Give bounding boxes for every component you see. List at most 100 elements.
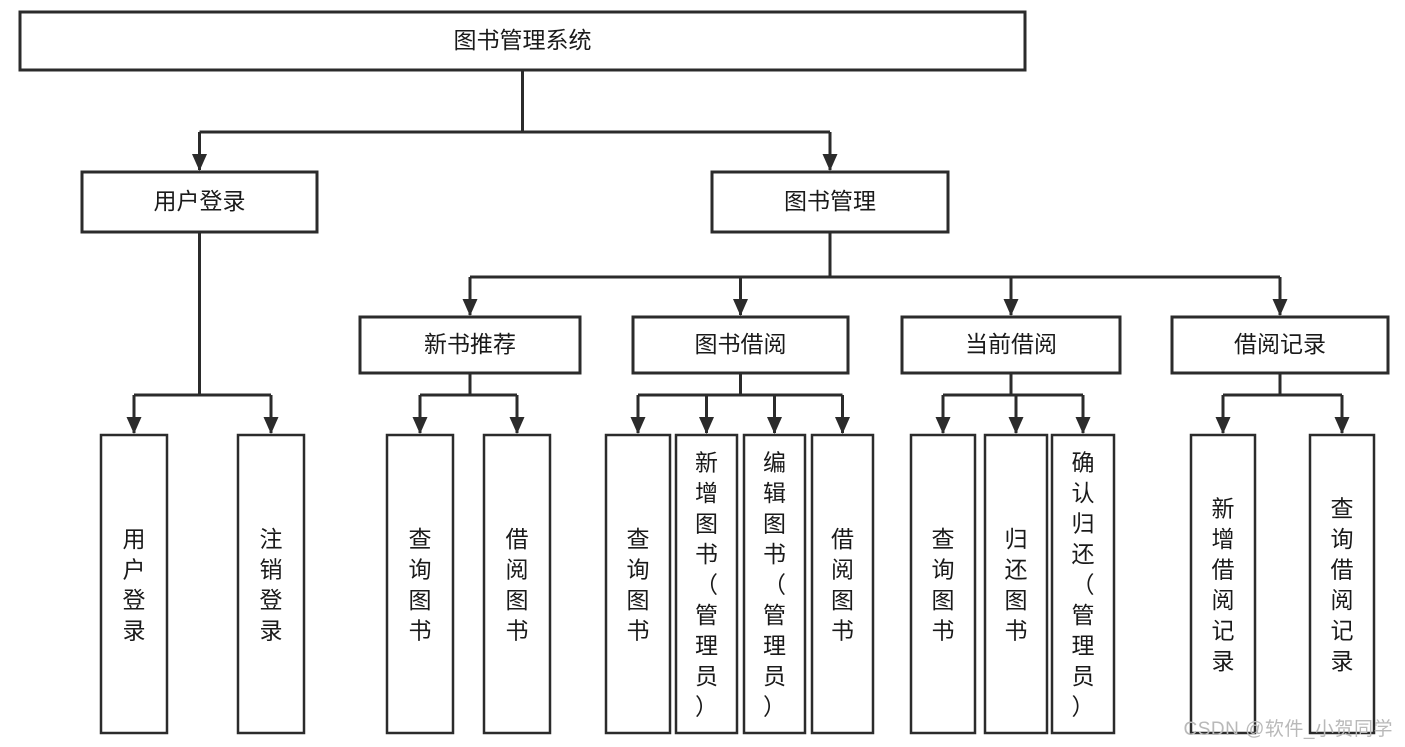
node-box xyxy=(358,315,582,375)
node-label: 用户登录 xyxy=(154,188,246,214)
node-box xyxy=(810,433,875,735)
arrow-head-icon xyxy=(509,417,525,434)
edge-group-new-book-rec xyxy=(412,373,525,434)
node-label-char: ） xyxy=(695,694,718,720)
node-box xyxy=(236,433,306,735)
node-label-char: 管 xyxy=(1072,602,1095,628)
arrow-head-icon xyxy=(835,417,850,434)
node-box xyxy=(1170,315,1390,375)
node-label-char: 阅 xyxy=(506,556,529,582)
node-label-char: 注 xyxy=(260,526,283,552)
edge-group-root xyxy=(192,70,838,171)
arrow-head-icon xyxy=(1272,299,1288,316)
node-label-char: 书 xyxy=(763,541,786,567)
connector-layer xyxy=(126,70,1350,434)
node-label-char: 确 xyxy=(1072,450,1095,476)
node-leaf-user-login[interactable]: 用户登录 xyxy=(99,433,169,735)
arrow-head-icon xyxy=(935,417,951,434)
node-label-char: 记 xyxy=(1331,617,1354,643)
arrow-head-icon xyxy=(1003,299,1019,316)
node-box xyxy=(482,433,552,735)
arrow-head-icon xyxy=(192,154,207,171)
arrow-head-icon xyxy=(767,417,782,434)
node-label-char: 图 xyxy=(763,511,786,537)
node-box xyxy=(1189,433,1257,735)
node-new-book-rec[interactable]: 新书推荐 xyxy=(358,315,582,375)
node-label-char: 录 xyxy=(1212,648,1235,674)
node-label-char: 借 xyxy=(506,526,529,552)
node-label-char: 询 xyxy=(409,556,432,582)
node-label-char: 录 xyxy=(123,617,146,643)
node-label-char: 阅 xyxy=(1331,587,1354,613)
arrow-head-icon xyxy=(1008,417,1024,434)
node-label-char: 登 xyxy=(123,587,146,613)
node-label-char: 新 xyxy=(1212,495,1235,521)
node-label-char: 归 xyxy=(1005,526,1028,552)
node-label-char: 书 xyxy=(409,617,432,643)
node-label-char: 增 xyxy=(1212,526,1235,552)
node-current-borrow[interactable]: 当前借阅 xyxy=(900,315,1122,375)
node-user-login[interactable]: 用户登录 xyxy=(80,170,319,234)
node-box xyxy=(1308,433,1376,735)
node-label-char: 阅 xyxy=(1212,587,1235,613)
node-label-char: 图 xyxy=(627,587,650,613)
node-box xyxy=(674,433,739,735)
node-book-manage[interactable]: 图书管理 xyxy=(710,170,950,234)
node-label-char: （ xyxy=(1072,572,1095,598)
node-label-char: 员 xyxy=(695,663,718,689)
edge-group-borrow-record xyxy=(1215,373,1350,434)
node-root[interactable]: 图书管理系统 xyxy=(18,10,1027,72)
node-label-char: 录 xyxy=(260,617,283,643)
node-label-char: 户 xyxy=(123,556,146,582)
node-box xyxy=(18,10,1027,72)
node-label-char: 认 xyxy=(1072,480,1095,506)
node-label-char: 编 xyxy=(763,450,786,476)
node-label-char: 图 xyxy=(932,587,955,613)
node-borrow-record[interactable]: 借阅记录 xyxy=(1170,315,1390,375)
node-label-char: 询 xyxy=(932,556,955,582)
node-box xyxy=(385,433,455,735)
node-label-char: 查 xyxy=(627,526,650,552)
arrow-head-icon xyxy=(1075,417,1091,434)
node-label-char: 书 xyxy=(831,617,854,643)
arrow-head-icon xyxy=(263,417,279,434)
node-label-char: 借 xyxy=(1331,556,1354,582)
node-box xyxy=(742,433,807,735)
node-label-char: 图 xyxy=(1005,587,1028,613)
arrow-head-icon xyxy=(733,299,748,316)
node-book-borrow[interactable]: 图书借阅 xyxy=(631,315,850,375)
arrow-head-icon xyxy=(630,417,646,434)
node-label-char: 借 xyxy=(831,526,854,552)
node-box xyxy=(983,433,1049,735)
node-label-char: 增 xyxy=(695,480,718,506)
arrow-head-icon xyxy=(462,299,478,316)
node-label-char: 借 xyxy=(1212,556,1235,582)
node-label-char: 管 xyxy=(763,602,786,628)
node-label-char: 理 xyxy=(763,633,786,659)
node-box xyxy=(1050,433,1116,735)
node-box xyxy=(631,315,850,375)
node-label-char: 理 xyxy=(695,633,718,659)
edge-group-book-manage xyxy=(462,232,1288,316)
node-layer: 图书管理系统用户登录图书管理新书推荐图书借阅当前借阅借阅记录用户登录注销登录查询… xyxy=(18,10,1390,735)
arrow-head-icon xyxy=(1215,417,1231,434)
node-label: 新书推荐 xyxy=(424,331,516,357)
node-label-char: 查 xyxy=(1331,495,1354,521)
node-label-char: 查 xyxy=(932,526,955,552)
node-label-char: 图 xyxy=(695,511,718,537)
node-label-char: 新 xyxy=(695,450,718,476)
